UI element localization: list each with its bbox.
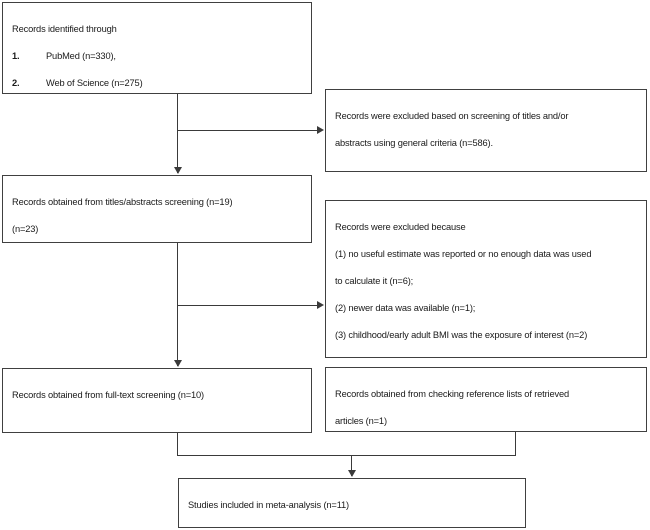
arrow-right-icon-to-excluded-fulltext	[317, 301, 324, 309]
studies-included-meta-analysis-line-1: Studies included in meta-analysis (n=11)	[188, 500, 350, 511]
records-obtained-titles-abstracts-line-2: (n=23)	[12, 224, 39, 235]
records-obtained-fulltext-box: Records obtained from full-text screenin…	[2, 368, 312, 433]
connector-identified-to-titles	[177, 94, 178, 173]
records-excluded-fulltext-reason-1-line-2: to calculate it (n=6);	[335, 276, 414, 287]
records-identified-box: Records identified through 1. PubMed (n=3…	[2, 2, 312, 94]
studies-included-meta-analysis-box: Studies included in meta-analysis (n=11)	[178, 478, 526, 528]
records-excluded-fulltext-reason-1-line-1: (1) no useful estimate was reported or n…	[335, 249, 592, 260]
arrow-down-icon-to-included	[348, 470, 356, 477]
records-obtained-titles-abstracts-line-1: Records obtained from titles/abstracts s…	[12, 197, 233, 208]
records-excluded-screening-box: Records were excluded based on screening…	[325, 89, 647, 172]
arrow-down-icon-to-fulltext	[174, 360, 182, 367]
records-identified-item-2-number: 2.	[12, 78, 20, 89]
connector-merge-to-included	[351, 455, 352, 476]
records-excluded-fulltext-box: Records were excluded because (1) no use…	[325, 200, 647, 358]
connector-branch-to-excluded-screening	[177, 130, 319, 131]
connector-merge-left-riser	[177, 433, 178, 455]
arrow-right-icon-to-excluded-screening	[317, 126, 324, 134]
arrow-down-icon-to-titles	[174, 167, 182, 174]
records-obtained-reference-lists-line-2: articles (n=1)	[335, 416, 387, 427]
records-obtained-reference-lists-box: Records obtained from checking reference…	[325, 367, 647, 432]
records-identified-item-1-number: 1.	[12, 51, 20, 62]
records-obtained-fulltext-line-1: Records obtained from full-text screenin…	[12, 390, 205, 401]
records-identified-item-2-label: Web of Science (n=275)	[46, 78, 143, 89]
records-excluded-screening-line-2: abstracts using general criteria (n=586)…	[335, 138, 493, 149]
connector-branch-to-excluded-fulltext	[177, 305, 319, 306]
connector-titles-to-fulltext	[177, 243, 178, 366]
records-excluded-fulltext-reason-2: (2) newer data was available (n=1);	[335, 302, 476, 313]
records-identified-heading: Records identified through	[12, 24, 117, 35]
connector-merge-bar	[177, 455, 516, 456]
records-identified-item-1: 1. PubMed (n=330),	[12, 50, 302, 63]
records-obtained-titles-abstracts-box: Records obtained from titles/abstracts s…	[2, 175, 312, 243]
records-identified-item-1-label: PubMed (n=330),	[46, 51, 116, 62]
records-obtained-reference-lists-line-1: Records obtained from checking reference…	[335, 389, 570, 400]
records-excluded-screening-line-1: Records were excluded based on screening…	[335, 111, 569, 122]
connector-merge-right-riser	[515, 432, 516, 455]
records-identified-item-2: 2. Web of Science (n=275)	[12, 77, 302, 90]
records-excluded-fulltext-heading: Records were excluded because	[335, 222, 466, 233]
records-excluded-fulltext-reason-3: (3) childhood/early adult BMI was the ex…	[335, 329, 588, 340]
